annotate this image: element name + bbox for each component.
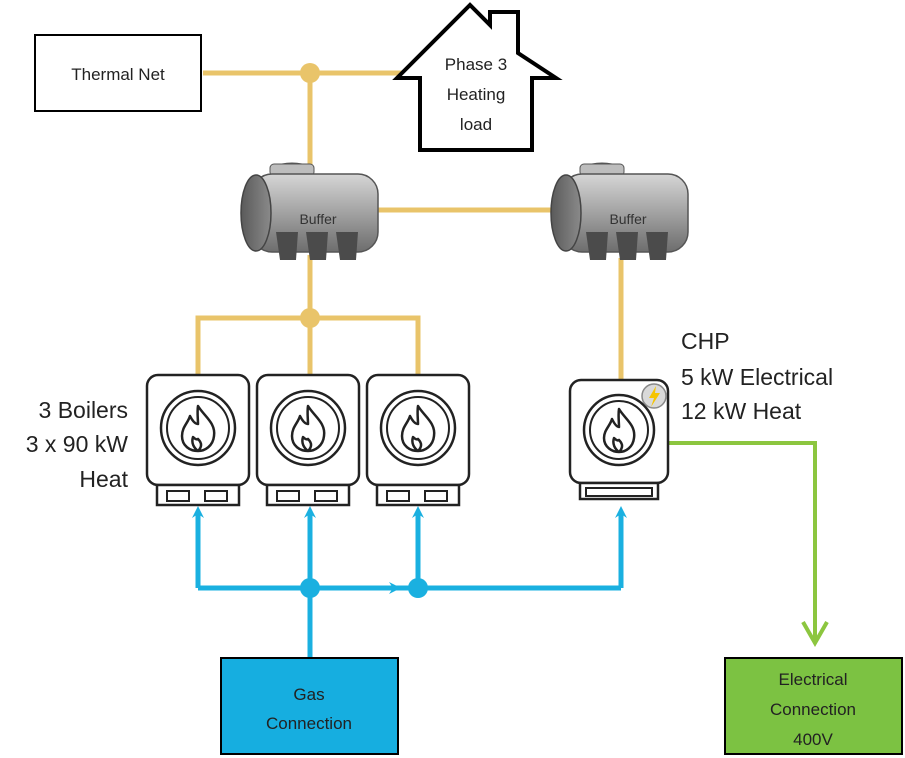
- boiler-3: [365, 373, 471, 507]
- flame-icon: [180, 404, 216, 453]
- heat-junction-manifold: [300, 308, 320, 328]
- thermal-net-box: Thermal Net: [34, 34, 202, 112]
- heating-load-line-3: load: [460, 115, 492, 134]
- boilers-line-1: 3 Boilers: [39, 397, 128, 423]
- chp-line-1: CHP: [681, 328, 730, 354]
- chp-line-3: 12 kW Heat: [681, 398, 802, 424]
- electrical-line-3: 400V: [793, 730, 833, 749]
- gas-junction-1: [300, 578, 320, 598]
- gas-junction-2: [408, 578, 428, 598]
- flame-icon: [602, 407, 636, 454]
- buffer-left-label: Buffer: [299, 211, 336, 227]
- chp-unit: [568, 378, 670, 501]
- electric-arrow: [801, 621, 829, 648]
- chp-caption: CHP 5 kW Electrical 12 kW Heat: [681, 328, 833, 424]
- electrical-line-1: Electrical: [779, 670, 848, 689]
- heating-load-line-2: Heating: [447, 85, 506, 104]
- heating-load-line-1: Phase 3: [445, 55, 507, 74]
- electric-line: [668, 441, 829, 648]
- gas-line-1: Gas: [293, 685, 324, 704]
- buffer-right-label: Buffer: [609, 211, 646, 227]
- electrical-line-2: Connection: [770, 700, 856, 719]
- boiler-1: [145, 373, 251, 507]
- gas-line-2: Connection: [266, 714, 352, 733]
- house-icon: Phase 3 Heating load: [392, 2, 563, 152]
- thermal-net-label: Thermal Net: [71, 65, 165, 84]
- buffer-tank-left: Buffer: [240, 162, 379, 260]
- buffer-tank-right: Buffer: [550, 162, 689, 260]
- chp-line-2: 5 kW Electrical: [681, 364, 833, 390]
- boiler-2: [255, 373, 361, 507]
- boilers-line-3: Heat: [79, 466, 128, 492]
- flame-icon: [290, 404, 326, 453]
- boilers-caption: 3 Boilers 3 x 90 kW Heat: [26, 397, 129, 492]
- gas-connection-box: Gas Connection: [220, 657, 399, 755]
- electrical-connection-box: Electrical Connection 400V: [724, 657, 903, 755]
- heat-junction-top: [300, 63, 320, 83]
- flame-icon: [400, 404, 436, 453]
- boilers-line-2: 3 x 90 kW: [26, 431, 129, 457]
